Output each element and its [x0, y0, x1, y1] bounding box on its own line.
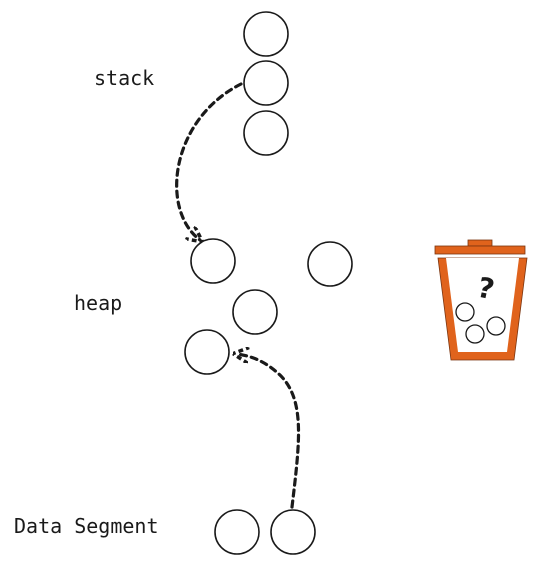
heap-circle	[232, 289, 278, 335]
stack-circle	[243, 110, 289, 156]
data-segment-circle	[214, 509, 260, 555]
stack-label: stack	[94, 66, 155, 90]
data-segment-circles	[214, 509, 316, 555]
stack-to-heap-pointer-arrow	[175, 82, 243, 240]
heap-label: heap	[74, 291, 123, 315]
heap-circles	[184, 238, 353, 375]
heap-circle	[307, 241, 353, 287]
trash-lid	[434, 245, 526, 255]
trash-can-icon: ?	[434, 239, 528, 361]
stack-circle	[243, 11, 289, 57]
trash-question-mark: ?	[475, 271, 498, 307]
stack-circles	[243, 11, 289, 156]
stack-circle	[243, 60, 289, 106]
trash-lid-handle	[467, 239, 493, 247]
data-segment-label: Data Segment	[14, 514, 159, 538]
trash-ball	[465, 324, 485, 344]
data-segment-to-heap-pointer-arrow	[236, 354, 301, 509]
trash-ball	[455, 302, 475, 322]
trash-ball	[486, 316, 506, 336]
data-segment-circle	[270, 509, 316, 555]
heap-circle	[184, 329, 230, 375]
heap-circle	[190, 238, 236, 284]
